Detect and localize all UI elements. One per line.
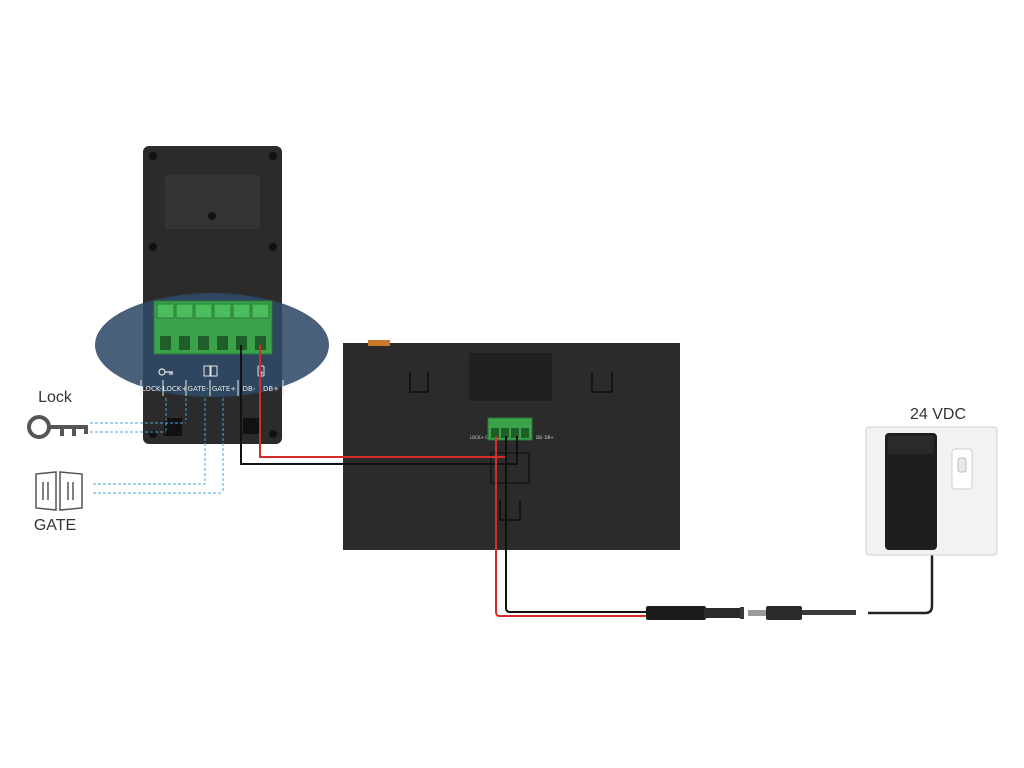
- gate-doors-icon: [35, 471, 83, 511]
- svg-text:LOCK+ GND: LOCK+ GND: [470, 435, 494, 440]
- terminal-label-gate-plus: GATE+: [212, 385, 236, 393]
- power-wire-negative: [505, 436, 648, 613]
- terminal-separators: [140, 380, 284, 396]
- wire-db-negative: [240, 345, 518, 465]
- outdoor-terminal-block: [153, 300, 273, 355]
- lock-label: Lock: [38, 389, 73, 406]
- terminal-label-lock-minus: LOCK-: [142, 385, 163, 393]
- dashed-connections: [90, 398, 224, 494]
- adapter-cable: [868, 548, 934, 615]
- barrel-jack: [646, 606, 744, 620]
- terminal-label-db-minus: DB-: [243, 385, 256, 393]
- terminal-gate-icon: [203, 365, 218, 377]
- terminal-label-gate-minus: GATE-: [188, 385, 209, 393]
- gate-label: GATE: [34, 517, 76, 534]
- key-icon: [27, 415, 88, 439]
- indoor-monitor: LOCK+ GND DB- DB+: [343, 340, 680, 550]
- svg-text:DB- DB+: DB- DB+: [536, 435, 554, 440]
- barrel-plug: [748, 606, 856, 620]
- monitor-terminal-block: [487, 417, 533, 441]
- power-wire-positive: [495, 436, 648, 617]
- terminal-label-db-plus: DB+: [263, 385, 279, 393]
- power-label: 24 VDC: [910, 406, 966, 423]
- terminal-label-lock-plus: LOCK+: [163, 385, 188, 393]
- power-adapter: [865, 426, 998, 556]
- terminal-key-icon: [158, 368, 173, 376]
